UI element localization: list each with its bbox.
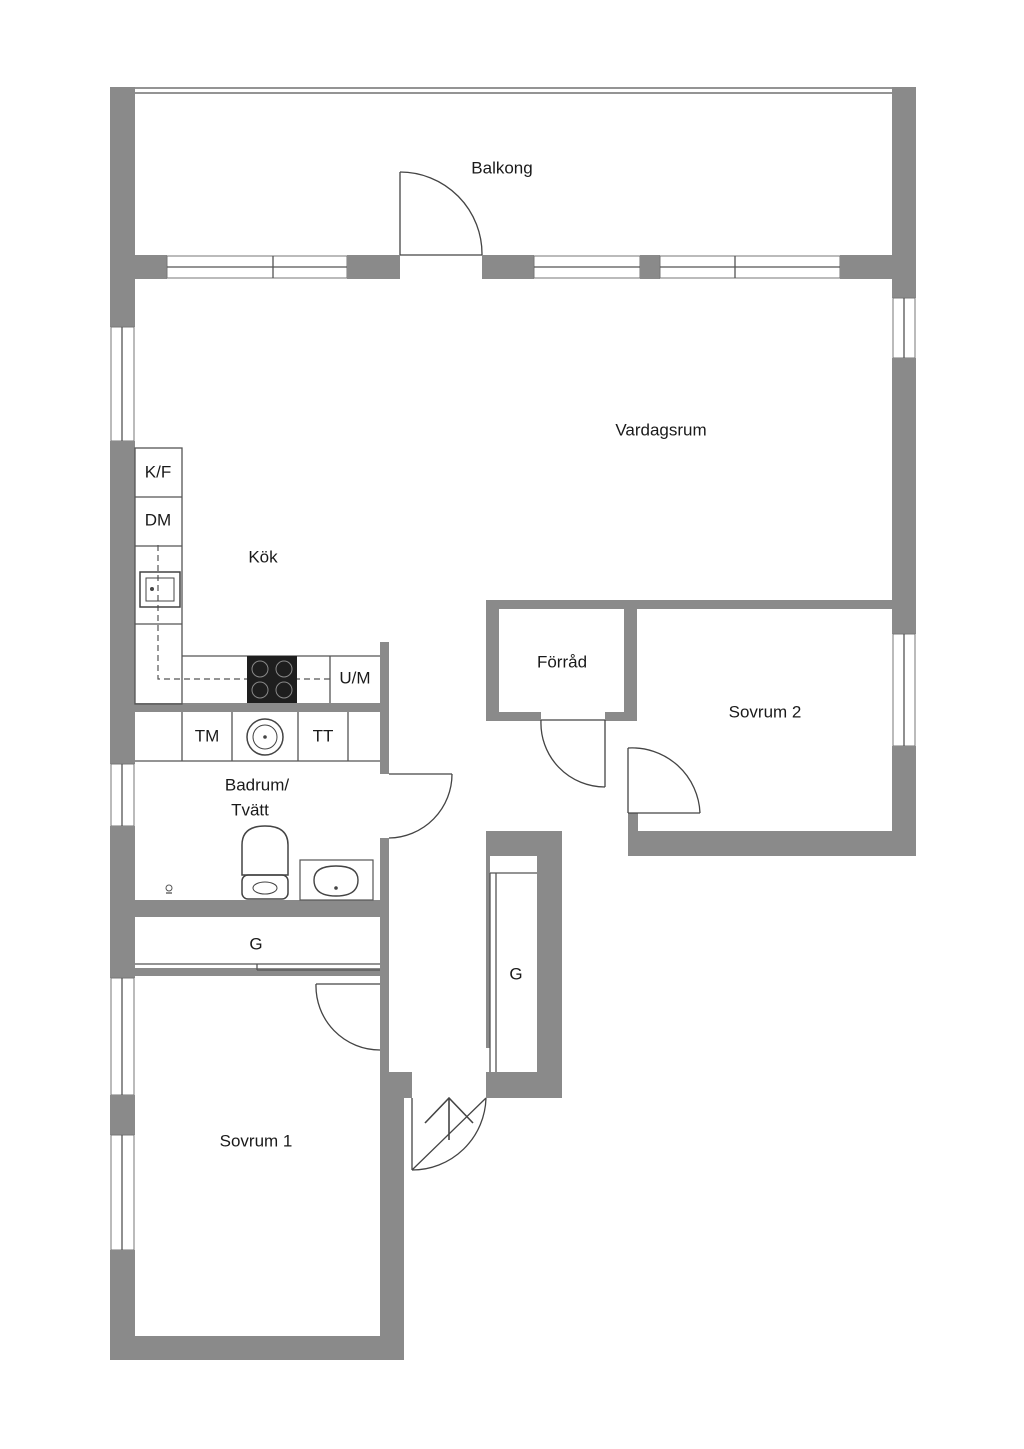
room-label-garderob-left: G — [249, 934, 262, 953]
room-label-badrum-line1: Badrum/ — [225, 775, 290, 794]
left-outer-wall — [110, 279, 135, 1360]
room-label-kok: Kök — [248, 547, 278, 566]
stove-icon — [247, 656, 297, 703]
room-label-vardagsrum: Vardagsrum — [615, 420, 706, 439]
bathroom-door — [388, 773, 453, 839]
hall-wardrobe-walls — [486, 856, 562, 1098]
floor-drain-icon — [165, 884, 173, 894]
washbasin-icon — [246, 718, 284, 756]
fixture-label-dm: DM — [145, 510, 171, 529]
toilet-icon — [241, 825, 289, 900]
fixture-label-tm: TM — [195, 726, 220, 745]
bedroom1-walls — [110, 1072, 412, 1360]
entrance-arrow-icon — [424, 1096, 474, 1140]
bathroom-sink-icon — [299, 859, 374, 901]
room-label-garderob-right: G — [509, 964, 522, 983]
storage-bedroom2-walls — [486, 600, 916, 856]
storage-door — [540, 719, 606, 788]
interior-walls — [135, 642, 389, 1078]
fixture-label-tt: TT — [313, 726, 334, 745]
room-label-forrad: Förråd — [537, 652, 587, 671]
fixture-label-um: U/M — [339, 668, 370, 687]
bedroom2-door — [627, 747, 701, 814]
room-label-sovrum1: Sovrum 1 — [220, 1131, 293, 1150]
room-label-badrum-line2: Tvätt — [231, 800, 269, 819]
room-label-sovrum2: Sovrum 2 — [729, 702, 802, 721]
bathroom-counter — [135, 712, 380, 762]
balcony-door — [399, 171, 483, 256]
kitchen-counters — [134, 447, 380, 705]
bedroom1-door — [315, 983, 381, 1051]
fixture-label-kf: K/F — [145, 462, 171, 481]
right-outer-wall — [892, 279, 916, 856]
balcony — [110, 87, 916, 279]
balcony-wall — [110, 255, 916, 279]
sink-icon — [139, 571, 181, 608]
room-label-balkong: Balkong — [471, 158, 532, 177]
